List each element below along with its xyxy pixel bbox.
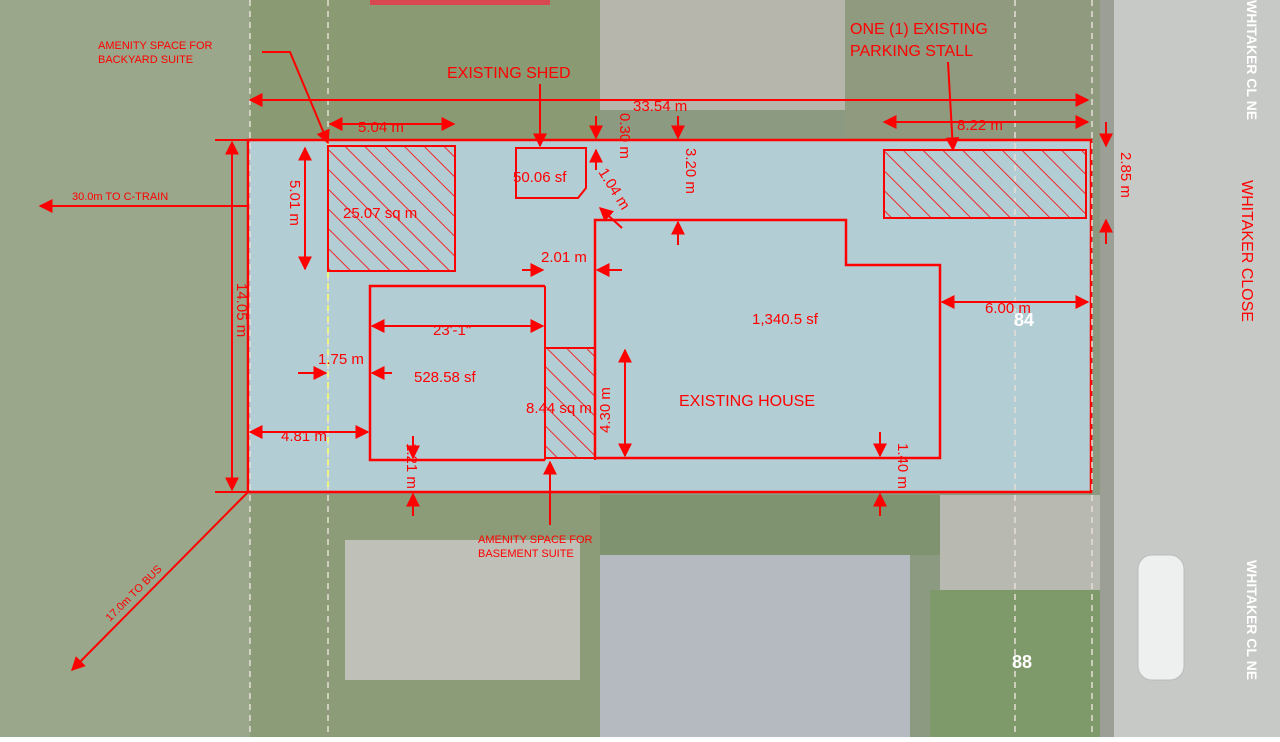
backyard-amenity-area [327, 145, 456, 272]
label-amenity-basement-2: BASEMENT SUITE [478, 548, 574, 560]
label-parking-1: ONE (1) EXISTING [850, 21, 988, 38]
area-basement-amenity: 8.44 sq m [526, 400, 592, 417]
area-suite: 528.58 sf [414, 369, 477, 386]
dimension-lines [215, 93, 1113, 516]
area-house: 1,340.5 sf [752, 311, 819, 328]
leader-arrows [38, 51, 960, 671]
label-amenity-basement-1: AMENITY SPACE FOR [478, 534, 593, 546]
label-street-close: WHITAKER CLOSE [1238, 180, 1255, 322]
house-number-84: 84 [1014, 310, 1034, 330]
label-street-bottom: WHITAKER CL NE [1244, 560, 1260, 680]
dim-lot-length: 33.54 m [633, 98, 687, 115]
dim-rear-setback: 4.81 m [281, 428, 327, 445]
label-existing-house: EXISTING HOUSE [679, 393, 815, 410]
suite-outline [368, 284, 545, 462]
label-amenity-backyard-1: AMENITY SPACE FOR [98, 40, 213, 52]
dim-amenity-width: 5.04 m [358, 119, 404, 136]
dim-amenity-height: 5.01 m [286, 180, 303, 226]
area-shed: 50.06 sf [513, 169, 567, 186]
dim-setback-175: 1.75 m [318, 351, 364, 368]
label-to-ctrain: 30.0m TO C-TRAIN [72, 191, 168, 203]
existing-shed-outline [515, 147, 587, 199]
house-number-88: 88 [1012, 652, 1032, 672]
dim-house-front-top: 3.20 m [682, 148, 699, 194]
label-street-top: WHITAKER CL NE [1244, 0, 1260, 120]
dim-side-140: 1.40 m [894, 443, 911, 489]
dim-side-121: 1.21 m [403, 443, 420, 489]
label-amenity-backyard-2: BACKYARD SUITE [98, 54, 193, 66]
label-existing-shed: EXISTING SHED [447, 65, 571, 82]
dim-basement-height: 4.30 m [597, 387, 614, 433]
dim-front-setback: 6.00 m [985, 300, 1031, 317]
dim-gap-201: 2.01 m [541, 249, 587, 266]
dim-parking-length: 8.22 m [957, 117, 1003, 134]
dim-parking-width: 2.85 m [1117, 152, 1134, 198]
dim-lot-width: 14.05 m [233, 283, 250, 337]
label-parking-2: PARKING STALL [850, 43, 973, 60]
parking-stall-area [883, 149, 1087, 219]
dim-suite-length: 23'-1" [433, 322, 471, 339]
dim-shed-setback: 0.30 m [616, 113, 633, 159]
area-backyard-amenity: 25.07 sq m [343, 205, 417, 222]
